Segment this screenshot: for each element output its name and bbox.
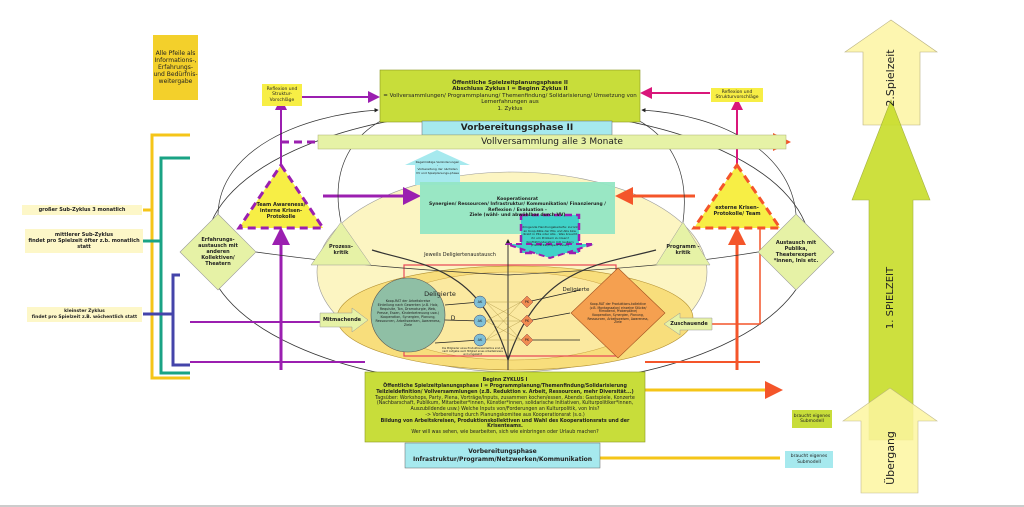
transition-arrow [842,387,938,494]
prep-phase-2: Vorbereitungsphase II [460,122,574,133]
submodel-note-cyan: braucht eigenes Submodell [790,454,828,465]
participants: Mitmachende [322,317,362,323]
season1-label: 1. SPIELZEIT [885,266,896,330]
assembly-bar: Vollversammlung alle 3 Monate [481,136,623,147]
season1-arrow [851,99,931,441]
spectators: Zuschauende [670,321,708,327]
team-awareness-label: Team Awareness/ interne Krisen-Protokoll… [256,202,306,220]
coop-body: Synergien/ Ressourcen/ Infrastruktur/ Ko… [429,202,606,218]
mid-cycle-label: mittlerer Sub-Zyklus findet pro Spielzei… [28,232,140,250]
phase2-title: Öffentliche Spielzeitplanungsphase II [452,79,568,86]
phase1-goals: Teilzieldefinition/ Vollversammlungen (z… [376,389,634,395]
cooperation-council: Kooperationsrat Synergien/ Ressourcen/ I… [420,185,615,230]
reflection-left: Reflexion und Struktur-Vorschläge [266,86,298,103]
coop-title: Kooperationsrat [496,196,539,202]
external-crisis-label: externe Krisen-Protokolle/ Team [713,205,761,217]
working-groups-council: Koop-RAT der Arbeitskreise Einteilung na… [375,299,441,327]
membership-note: Die Mitglieder eines Produktionskollekti… [441,346,504,356]
public-planning-phase-2: Öffentliche Spielzeitplanungsphase II Ab… [380,70,640,122]
big-cycle-label: großer Sub-Zyklus 3 monatlich [38,207,126,213]
diamond-left-label: Erfahrungs-austausch mit anderen Kollekt… [198,237,238,267]
program-critique: Programm -kritik [666,244,700,256]
arrows-legend-note: Alle Pfeile als Informations-, Erfahrung… [153,49,198,86]
reflection-right: Reflexion und Strukturvorschläge [715,89,759,100]
pk-node: PK [524,299,530,304]
phase2-subtitle: Abschluss Zyklus I = Beginn Zyklus II [452,86,568,93]
delegates-right: Deligierte [562,286,590,293]
pk-node: PK [524,337,530,342]
cycle1-start: Beginn ZYKLUS I [482,378,528,384]
season2-label: 2.Spielzeit [884,49,898,107]
small-cycle-label: kleinster Zyklus findet pro Spielzeit z.… [31,309,138,320]
cyan-arrow-text: Regelmäßige Veränderungen - Vorbereitung… [415,159,460,175]
phase1-question: Wer will was sehen, wie bearbeiten, sich… [411,430,599,435]
public-planning-phase-1: Beginn ZYKLUS I Öffentliche Spielzeitpla… [365,373,645,441]
team-right-triangle [691,162,783,230]
ak-node: AK [477,337,483,342]
delegates-left: Deligierte [424,290,456,299]
transition-label: Übergang [884,431,898,485]
ak-node: AK [477,318,483,323]
submodel-note-green: braucht eigenes Submodell [793,413,831,424]
team-left-triangle [236,162,326,230]
phase1-formation: Bildung von Arbeitskreisen, Produktionsk… [380,418,630,430]
season2-arrow [844,19,938,126]
phase1-title: Öffentliche Spielzeitplanungsphase I = P… [383,384,627,389]
delegate-exchange: Jeweils Deligiertenaustausch [424,252,496,258]
d-label: D [450,315,456,323]
pk-node: PK [524,318,530,323]
phase1-program: Tagsüber: Workshops, Party, Plena, Vortr… [375,395,635,418]
urgent-needs-box: dringende Handlungsbedarfe: zurück an Ko… [522,225,578,248]
process-critique: Prozess-kritik [329,244,353,256]
phase2-body: = Vollversammlungen/ Programmplanung/ Th… [383,92,637,112]
ak-node: AK [477,299,483,304]
diamond-right-label: Austausch mit Publika, Theaterexpert *in… [773,240,819,264]
prep-phase-1: Vorbereitungsphase Infrastruktur/Program… [412,448,593,463]
production-collectives-council: Koop-RAT der Produktions-kollektive (z.B… [587,301,649,325]
